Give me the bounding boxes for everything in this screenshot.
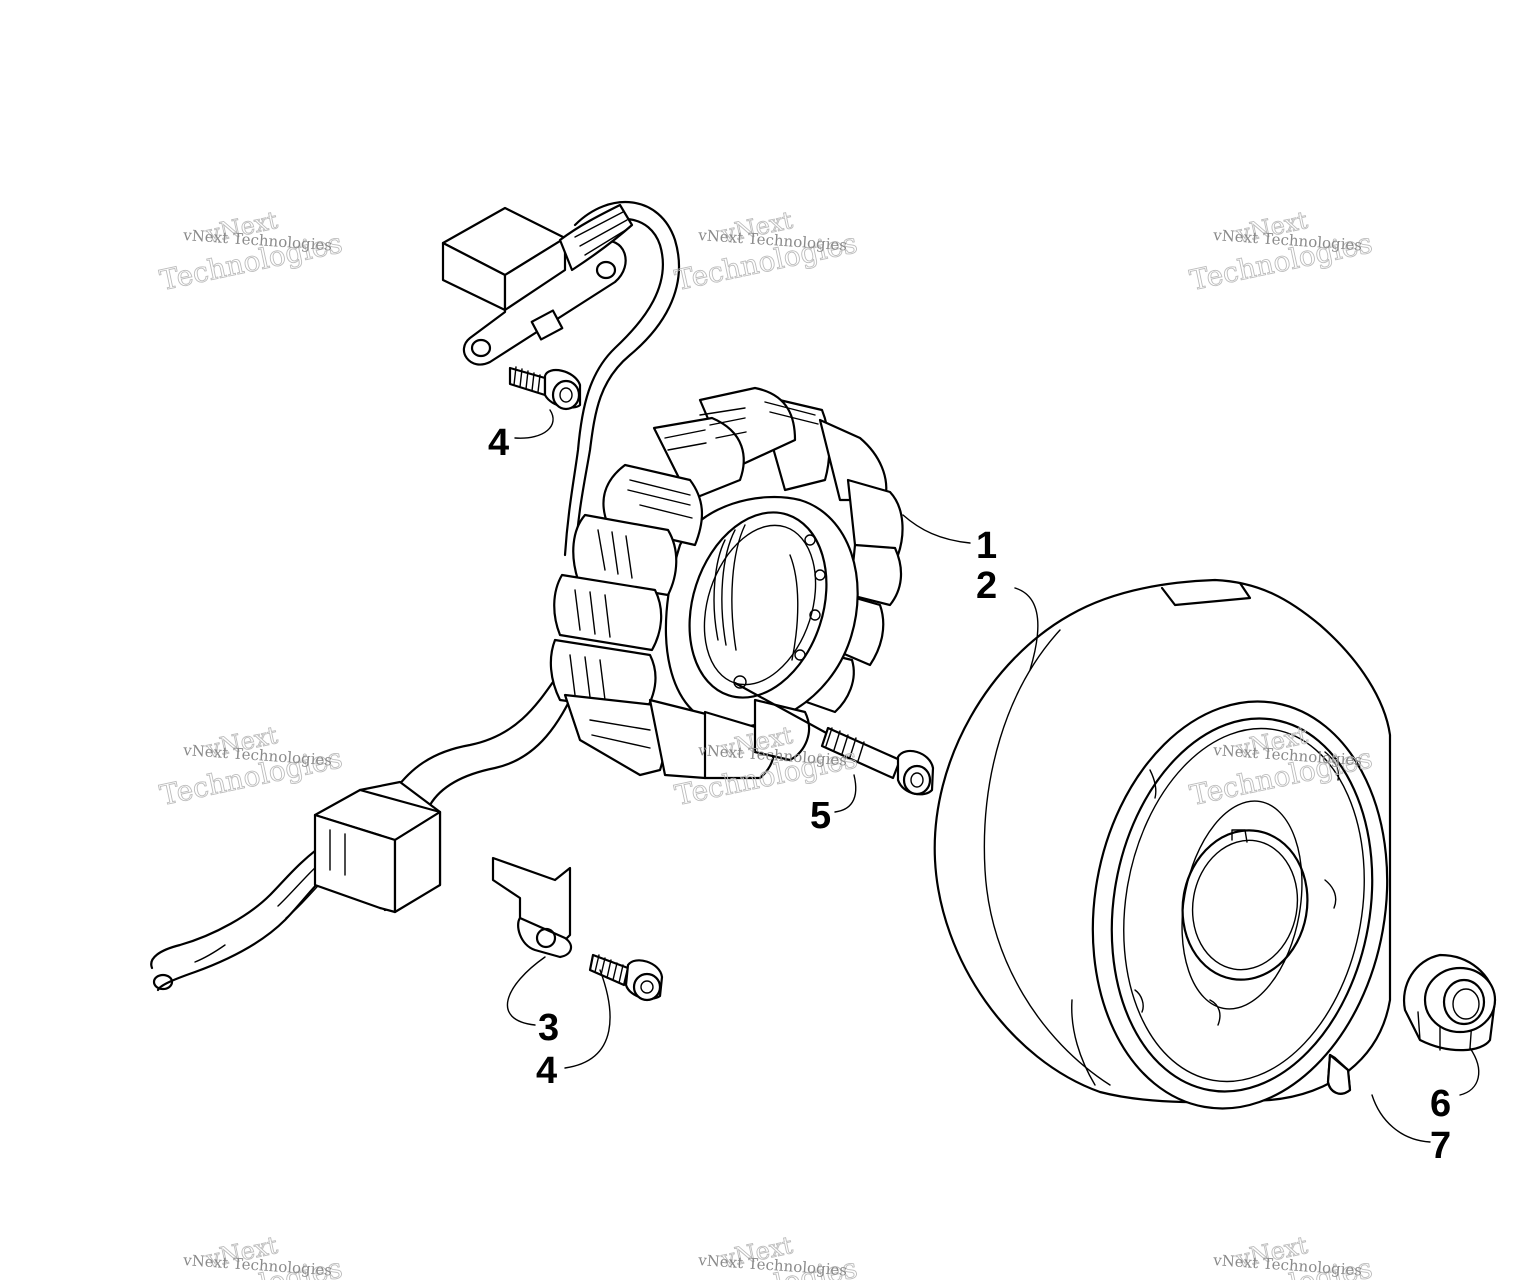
woodruff-key	[1326, 1053, 1352, 1095]
callout-3: 3	[538, 1007, 559, 1049]
leader-lines	[506, 409, 1480, 1143]
pickup-sensor	[441, 203, 634, 366]
flywheel-rotor	[933, 578, 1392, 1110]
callout-6: 6	[1430, 1083, 1451, 1125]
bolt-upper	[508, 366, 582, 411]
harness-connector	[313, 780, 442, 914]
wire-harness	[150, 201, 681, 992]
callout-4-upper: 4	[488, 422, 509, 464]
callout-1: 1	[976, 525, 997, 567]
callout-7: 7	[1430, 1125, 1451, 1167]
bolt-stator	[733, 681, 935, 796]
bolt-lower	[588, 953, 664, 1002]
bracket	[491, 856, 573, 959]
callout-5: 5	[810, 795, 831, 837]
callout-2: 2	[976, 565, 997, 607]
callouts: 1 2 3 4 4 5 6 7	[488, 422, 1451, 1167]
flywheel-nut	[1402, 953, 1497, 1052]
callout-4-lower: 4	[536, 1050, 557, 1092]
stator	[549, 386, 904, 780]
